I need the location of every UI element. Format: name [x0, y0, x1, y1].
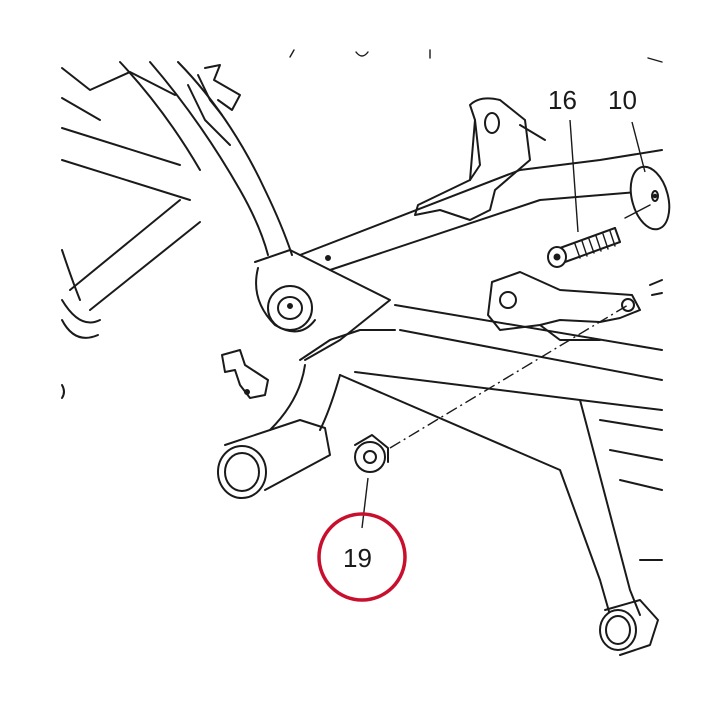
leader-10: [631, 121, 646, 173]
frame-left-strut: [61, 199, 201, 339]
frame-lower-v: [269, 329, 663, 616]
spacer-part-19: [354, 434, 389, 473]
bolt-part-16: [547, 227, 621, 268]
assembly-axis-line: [389, 304, 629, 449]
leader-16: [569, 119, 579, 233]
shock-mount-bracket: [487, 271, 663, 341]
callout-16: 16: [548, 85, 577, 115]
leader-lines: [361, 119, 646, 529]
washer-part-10: [624, 165, 671, 231]
small-clip: [61, 349, 269, 399]
frame-upper-left: [61, 61, 293, 256]
frame-main-spar: [299, 149, 663, 381]
pivot-eye: [254, 249, 391, 361]
tube-end-left: [217, 419, 331, 499]
clipped-top-text: [289, 49, 663, 63]
highlight-ring: [317, 512, 407, 602]
rear-bracket-top: [414, 97, 546, 221]
callout-10: 10: [608, 85, 637, 115]
tube-end-right: [599, 599, 659, 656]
leader-19: [361, 477, 369, 529]
callout-19: 19: [343, 543, 372, 573]
